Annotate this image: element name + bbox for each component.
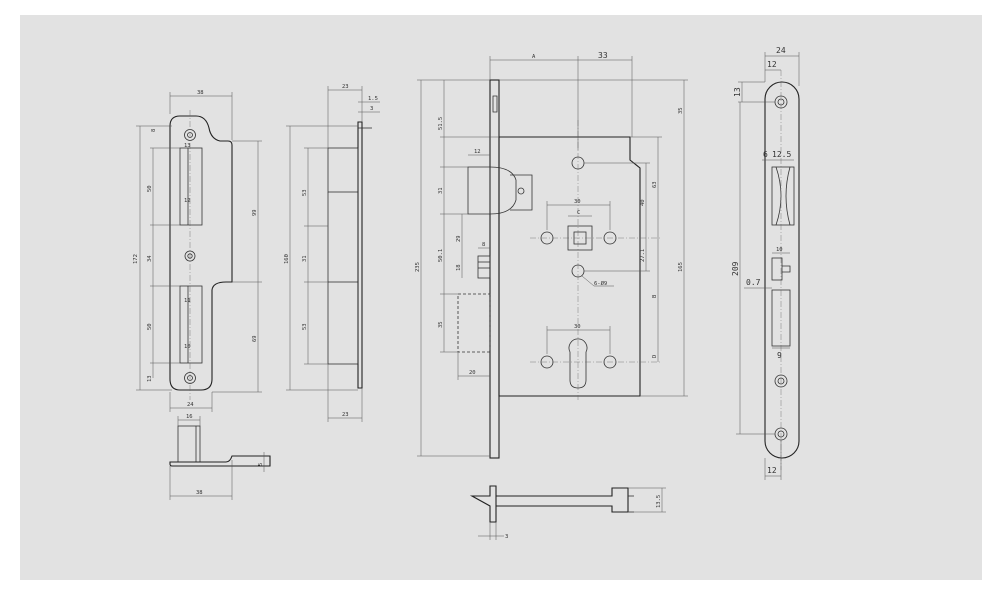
dim-upper-length: 99 — [252, 209, 258, 216]
dim-backset: 33 — [598, 51, 608, 60]
dim-square-label: C — [577, 210, 580, 216]
dim-offset-top: 8 — [151, 129, 157, 132]
strike-plate-view: 38 8 172 50 34 50 13 99 69 13 12 11 10 2… — [133, 90, 262, 412]
dim-gap: 0.7 — [746, 278, 761, 287]
dim-latch-dims-b: 12.5 — [772, 150, 791, 159]
dim-right-a: 63 — [652, 181, 658, 188]
dim-bolt-height: 35 — [438, 321, 444, 328]
dim-latch-height: 31 — [438, 187, 444, 194]
dim-lower-cut: 53 — [302, 323, 308, 330]
dim-window-lower-inner: 10 — [184, 344, 191, 350]
dim-lip: 3 — [370, 106, 373, 112]
dim-overall-height: 209 — [731, 261, 740, 276]
dim-right-height: 165 — [678, 262, 684, 272]
dim-screw-hole-label: 6-Ø9 — [594, 280, 607, 287]
dim-screw-spacing: 30 — [574, 324, 581, 330]
dim-middle: 31 — [302, 255, 308, 262]
dim-keeper-width: 16 — [186, 414, 193, 420]
dim-deadbolt-small: 8 — [482, 242, 485, 248]
faceplate-view: 24 12 13 6 12.5 209 10 0.7 9 12 — [731, 46, 800, 480]
drawing-sheet: 38 8 172 50 34 50 13 99 69 13 12 11 10 2… — [20, 15, 982, 580]
dim-overall-height: 160 — [284, 254, 290, 264]
technical-drawing: 38 8 172 50 34 50 13 99 69 13 12 11 10 2… — [133, 46, 800, 540]
dim-bottom-width: 24 — [187, 402, 194, 408]
dim-lower-length: 69 — [252, 335, 258, 342]
dim-follower-offset: 50.1 — [438, 249, 444, 262]
keeper-view: 16 38 5 — [169, 414, 271, 500]
dim-bottom-offset: 13 — [147, 375, 153, 382]
dim-faceplate-width: 24 — [776, 46, 786, 55]
dim-label-b: B — [652, 294, 658, 298]
dim-keeper-thickness: 5 — [258, 463, 264, 466]
dim-plate-thickness: 1.5 — [368, 96, 378, 102]
dim-top-width: 38 — [197, 90, 204, 96]
dim-label-d: D — [652, 355, 658, 358]
dim-overall-height: 172 — [133, 254, 139, 264]
dim-latch-width: 12 — [474, 149, 481, 155]
dim-hole-offset: 12 — [767, 60, 777, 69]
dim-middle: 34 — [147, 255, 153, 262]
dim-small-width: 10 — [776, 247, 783, 253]
dim-bolt-thickness: 3 — [505, 534, 508, 540]
dim-bottom-width: 23 — [342, 412, 349, 418]
dim-upper-window: 50 — [147, 185, 153, 192]
dim-bolt-width: 9 — [777, 351, 782, 360]
dim-upper-cut: 53 — [302, 189, 308, 196]
dim-right-c: 27.1 — [640, 249, 646, 262]
dim-right-top: 35 — [678, 107, 684, 114]
dim-bolt-projection: 20 — [469, 370, 476, 376]
dim-window-lower: 11 — [184, 298, 191, 304]
dim-window-top: 13 — [184, 143, 191, 149]
dim-window-inner: 12 — [184, 198, 191, 204]
dim-latch-dims: 6 — [763, 150, 768, 159]
dim-lower-window: 50 — [147, 323, 153, 330]
dim-top-width: 23 — [342, 84, 349, 90]
side-profile-view: 23 1.5 3 160 53 31 53 23 — [284, 84, 380, 422]
dim-top-offset: 13 — [733, 87, 742, 97]
dim-keeper-base: 38 — [196, 490, 203, 496]
dim-backset-label: A — [532, 54, 536, 60]
lock-body-view: A 33 235 51.5 31 50.1 35 12 29 8 18 20 3… — [415, 51, 688, 459]
dim-small-offset: 18 — [456, 264, 462, 271]
dim-follower-spacing: 30 — [574, 199, 581, 205]
dim-bottom-offset: 12 — [767, 466, 777, 475]
dim-right-b: 40 — [640, 199, 646, 206]
dim-bolt-height: 13.5 — [656, 495, 662, 508]
dim-top-offset: 51.5 — [438, 117, 444, 130]
dim-overall-height: 235 — [415, 262, 421, 272]
bolt-detail-view: 3 13.5 — [469, 485, 666, 540]
dim-center-follower: 29 — [456, 235, 462, 242]
